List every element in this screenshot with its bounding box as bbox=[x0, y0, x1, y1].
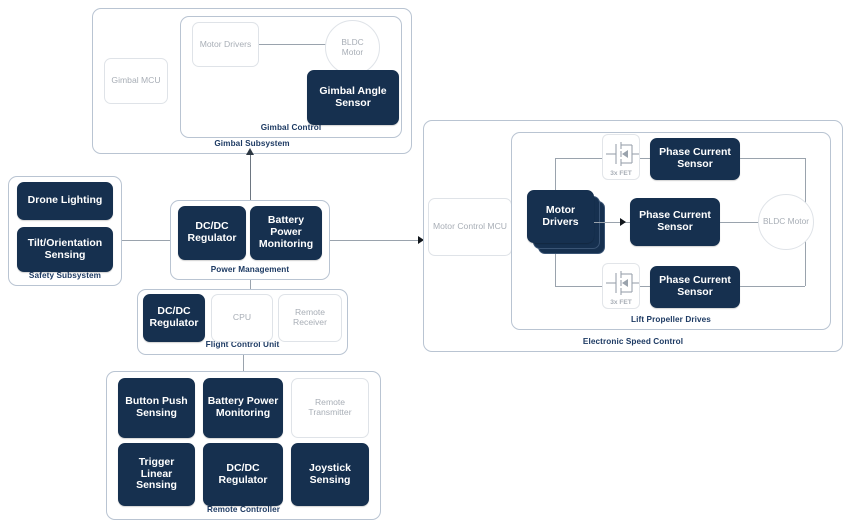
connector-power-to-esc bbox=[330, 240, 422, 242]
block-gimbal-motor-drivers[interactable]: Motor Drivers bbox=[192, 22, 259, 67]
connector-fcu-to-remote-controller bbox=[243, 355, 245, 371]
block-fcu-remote-receiver[interactable]: Remote Receiver bbox=[278, 294, 342, 342]
block-phase-current-sensor-bottom[interactable]: Phase Current Sensor bbox=[650, 266, 740, 308]
block-fcu-dcdc-regulator[interactable]: DC/DC Regulator bbox=[143, 294, 205, 342]
arrow-up-to-gimbal bbox=[246, 148, 254, 155]
block-rc-joystick-sensing[interactable]: Joystick Sensing bbox=[291, 443, 369, 506]
connector-gimbal-drivers-to-motor bbox=[259, 44, 327, 46]
block-fcu-cpu[interactable]: CPU bbox=[211, 294, 273, 342]
block-rc-battery-monitoring[interactable]: Battery Power Monitoring bbox=[203, 378, 283, 438]
block-fet-top[interactable]: 3x FET bbox=[602, 134, 640, 180]
group-label-remote-controller: Remote Controller bbox=[206, 505, 281, 514]
block-power-battery-monitoring[interactable]: Battery Power Monitoring bbox=[250, 206, 322, 260]
block-rc-trigger-linear-sensing[interactable]: Trigger Linear Sensing bbox=[118, 443, 195, 506]
group-label-power-management: Power Management bbox=[210, 265, 290, 274]
group-label-flight-control-unit: Flight Control Unit bbox=[205, 340, 280, 349]
connector-power-to-fcu bbox=[250, 280, 252, 289]
connector-drivers-to-mid-sensor bbox=[594, 222, 630, 224]
block-gimbal-angle-sensor[interactable]: Gimbal Angle Sensor bbox=[307, 70, 399, 125]
bldc-line2: Motor bbox=[341, 46, 364, 57]
connector-sensor-top-to-bus bbox=[740, 158, 805, 160]
block-phase-current-sensor-mid[interactable]: Phase Current Sensor bbox=[630, 198, 720, 246]
group-label-electronic-speed-control: Electronic Speed Control bbox=[582, 337, 684, 346]
fet-bottom-label: 3x FET bbox=[610, 299, 632, 306]
arrow-right-to-mid-sensor bbox=[620, 218, 626, 226]
block-motor-control-mcu[interactable]: Motor Control MCU bbox=[428, 198, 512, 256]
block-rc-button-push-sensing[interactable]: Button Push Sensing bbox=[118, 378, 195, 438]
block-fet-bottom[interactable]: 3x FET bbox=[602, 263, 640, 309]
fet-top-label: 3x FET bbox=[610, 170, 632, 177]
block-gimbal-bldc-motor[interactable]: BLDC Motor bbox=[325, 20, 380, 75]
block-drone-lighting[interactable]: Drone Lighting bbox=[17, 182, 113, 220]
mosfet-symbol-icon bbox=[606, 142, 639, 166]
block-rc-dcdc-regulator[interactable]: DC/DC Regulator bbox=[203, 443, 283, 506]
connector-fet-bottom-to-sensor bbox=[640, 286, 650, 288]
connector-sensor-mid-to-bldc bbox=[720, 222, 762, 224]
block-esc-motor-drivers[interactable]: Motor Drivers bbox=[527, 190, 605, 254]
connector-sensor-bottom-to-bus bbox=[740, 286, 805, 288]
arrow-right-to-esc bbox=[418, 236, 424, 244]
block-esc-bldc-motor[interactable]: BLDC Motor bbox=[758, 194, 814, 250]
connector-safety-to-power bbox=[122, 240, 170, 242]
mosfet-symbol-icon bbox=[606, 271, 639, 295]
bldc-motor-text: BLDC Motor bbox=[341, 36, 364, 57]
block-power-dcdc-regulator[interactable]: DC/DC Regulator bbox=[178, 206, 246, 260]
block-phase-current-sensor-top[interactable]: Phase Current Sensor bbox=[650, 138, 740, 180]
connector-power-to-gimbal bbox=[250, 154, 252, 200]
group-label-lift-propeller-drives: Lift Propeller Drives bbox=[631, 315, 711, 324]
connector-drivers-bus-bottom bbox=[555, 286, 603, 288]
group-label-safety-subsystem: Safety Subsystem bbox=[28, 271, 102, 280]
block-rc-remote-transmitter[interactable]: Remote Transmitter bbox=[291, 378, 369, 438]
connector-drivers-bus-top bbox=[555, 158, 603, 160]
connector-fet-top-to-sensor bbox=[640, 158, 650, 160]
motor-drivers-front[interactable]: Motor Drivers bbox=[527, 190, 594, 243]
block-tilt-orientation-sensing[interactable]: Tilt/Orientation Sensing bbox=[17, 227, 113, 272]
group-label-gimbal-subsystem: Gimbal Subsystem bbox=[214, 139, 290, 148]
block-gimbal-mcu[interactable]: Gimbal MCU bbox=[104, 58, 168, 104]
group-label-gimbal-control: Gimbal Control bbox=[260, 123, 322, 132]
bldc-line1: BLDC bbox=[341, 36, 364, 47]
